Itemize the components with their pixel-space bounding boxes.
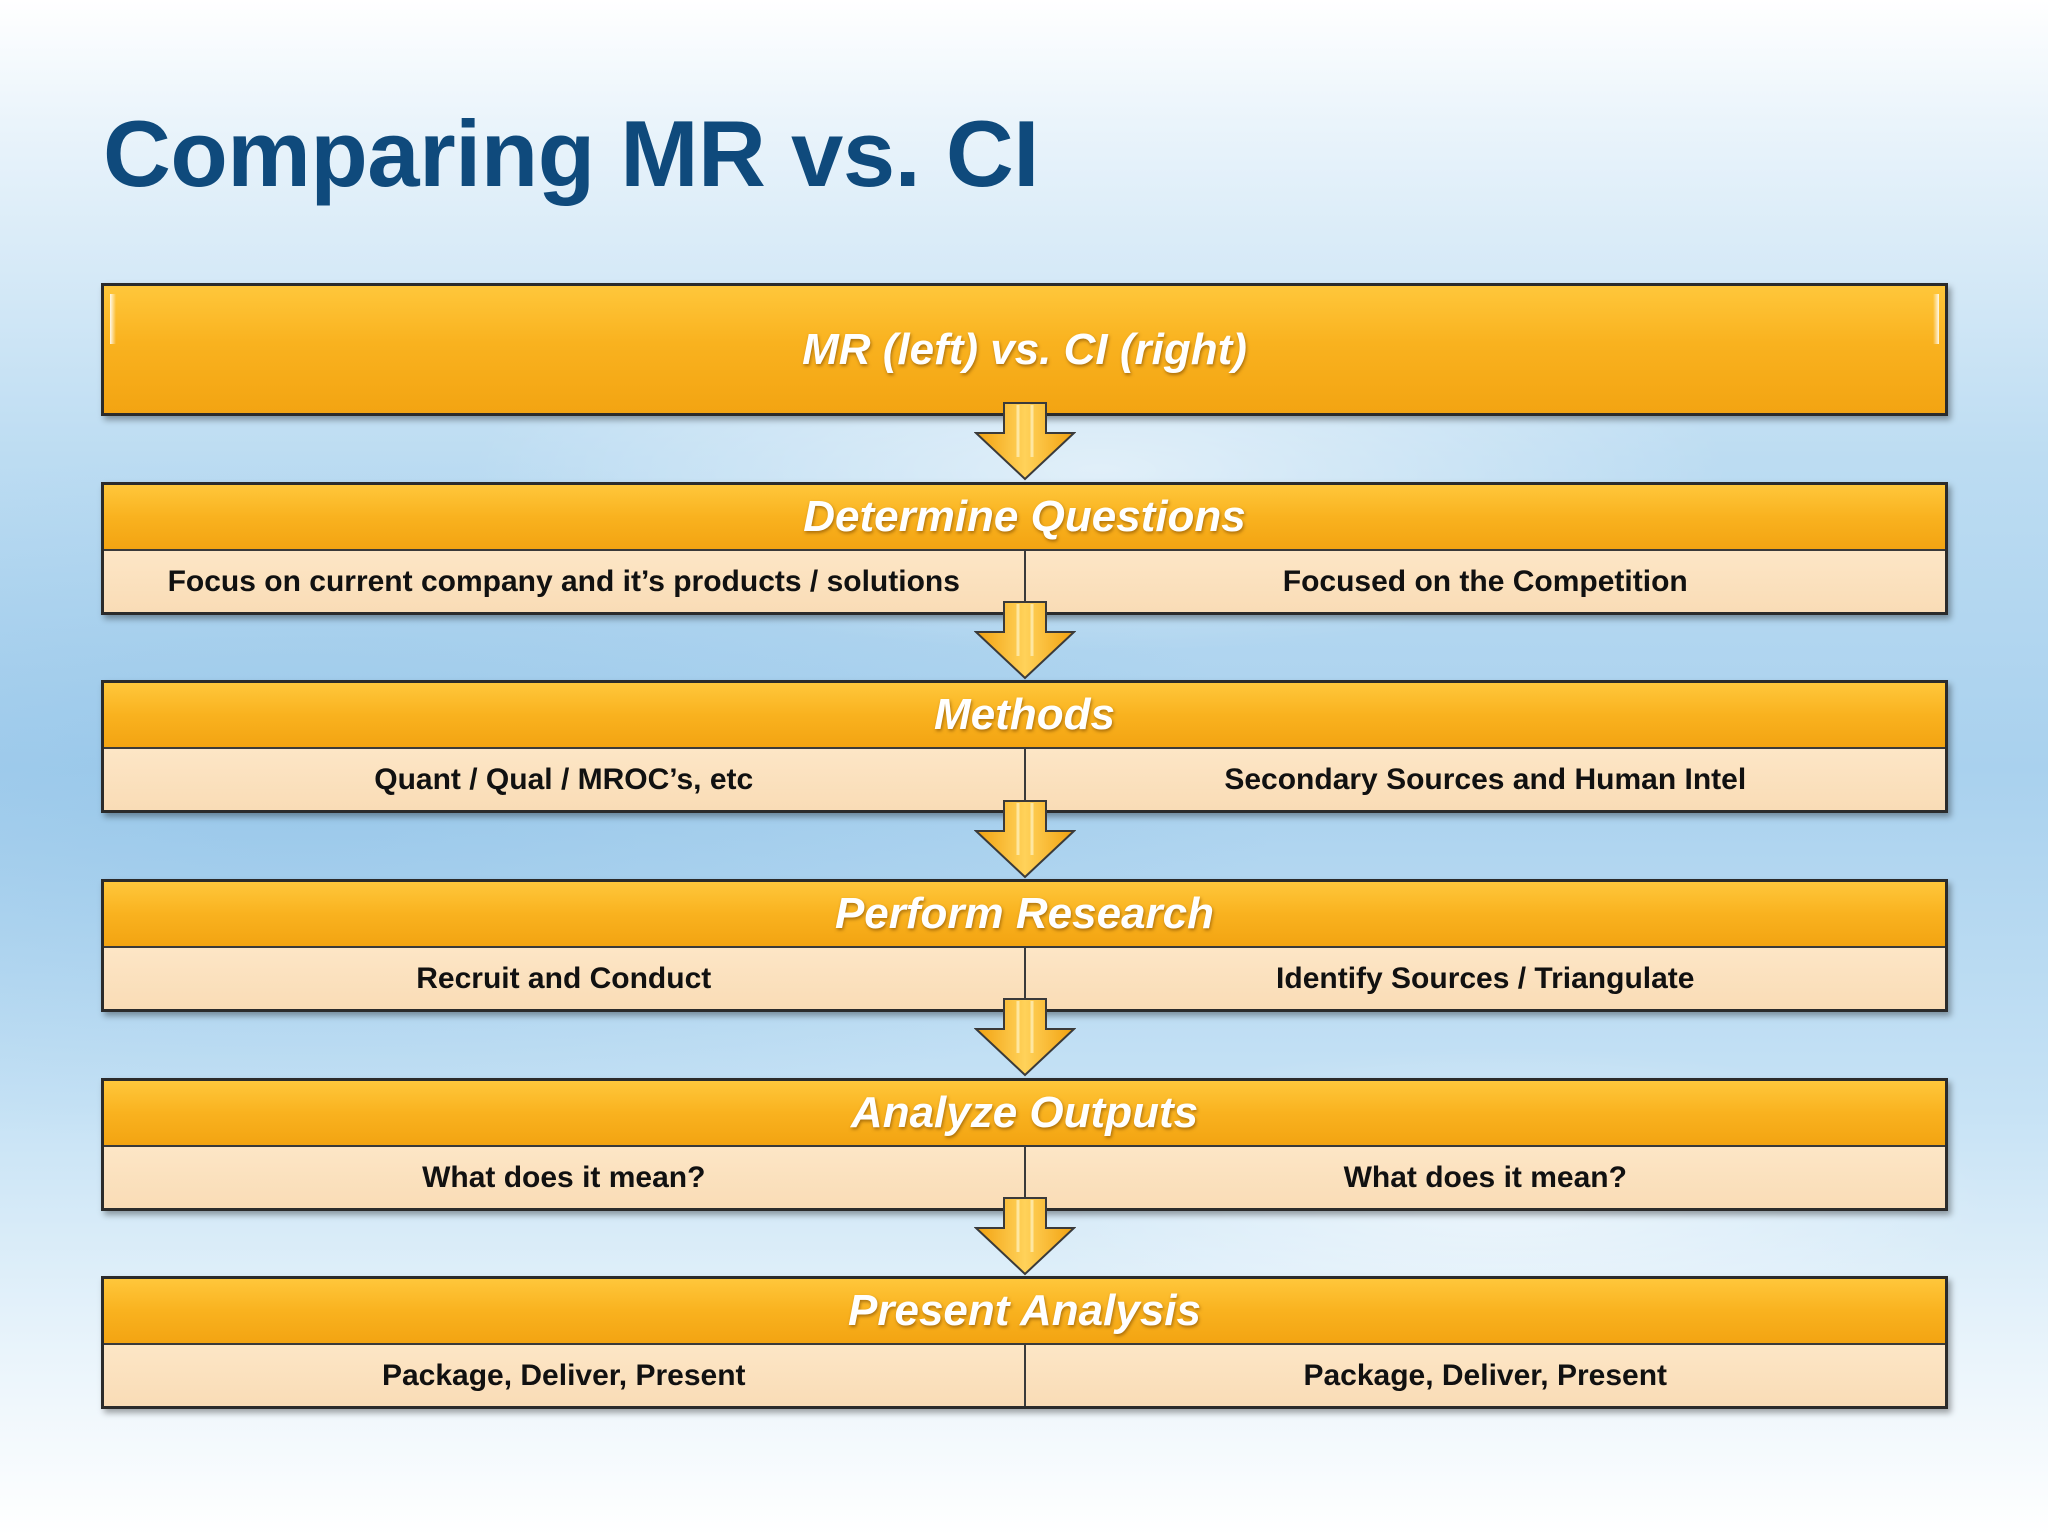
comparison-header-label: MR (left) vs. CI (right) <box>802 324 1247 374</box>
step-cells: Focus on current company and it’s produc… <box>104 551 1945 612</box>
mr-cell: Quant / Qual / MROC’s, etc <box>104 749 1026 810</box>
ci-cell: What does it mean? <box>1025 1147 1945 1208</box>
step-determine-questions: Determine Questions Focus on current com… <box>101 482 1948 615</box>
step-title-band: Determine Questions <box>104 485 1945 551</box>
step-methods: Methods Quant / Qual / MROC’s, etc Secon… <box>101 680 1948 813</box>
gloss-left <box>110 294 116 344</box>
down-arrow-icon <box>974 402 1076 481</box>
step-title: Determine Questions <box>803 492 1246 541</box>
mr-cell: Focus on current company and it’s produc… <box>104 551 1026 612</box>
step-title: Perform Research <box>834 889 1215 938</box>
ci-cell: Secondary Sources and Human Intel <box>1025 749 1945 810</box>
down-arrow-icon <box>974 998 1076 1077</box>
step-title-band: Methods <box>104 683 1945 749</box>
mr-cell: Recruit and Conduct <box>104 948 1026 1009</box>
step-title: Analyze Outputs <box>850 1088 1199 1137</box>
down-arrow-icon <box>974 800 1076 879</box>
down-arrow-icon <box>974 601 1076 680</box>
step-perform-research: Perform Research Recruit and Conduct Ide… <box>101 879 1948 1012</box>
step-title-band: Analyze Outputs <box>104 1081 1945 1147</box>
step-title-band: Present Analysis <box>104 1279 1945 1345</box>
mr-cell: Package, Deliver, Present <box>104 1345 1026 1406</box>
slide-title: Comparing MR vs. CI <box>103 101 1039 206</box>
step-title: Present Analysis <box>848 1286 1201 1335</box>
step-cells: Package, Deliver, Present Package, Deliv… <box>104 1345 1945 1406</box>
flow-diagram: MR (left) vs. CI (right) Determine Quest… <box>101 283 1948 1411</box>
step-cells: What does it mean? What does it mean? <box>104 1147 1945 1208</box>
down-arrow-icon <box>974 1197 1076 1276</box>
ci-cell: Identify Sources / Triangulate <box>1025 948 1945 1009</box>
step-title-band: Perform Research <box>104 882 1945 948</box>
step-cells: Quant / Qual / MROC’s, etc Secondary Sou… <box>104 749 1945 810</box>
ci-cell: Package, Deliver, Present <box>1025 1345 1945 1406</box>
step-cells: Recruit and Conduct Identify Sources / T… <box>104 948 1945 1009</box>
comparison-header: MR (left) vs. CI (right) <box>101 283 1948 416</box>
gloss-right <box>1933 294 1939 344</box>
step-analyze-outputs: Analyze Outputs What does it mean? What … <box>101 1078 1948 1211</box>
mr-cell: What does it mean? <box>104 1147 1026 1208</box>
step-present-analysis: Present Analysis Package, Deliver, Prese… <box>101 1276 1948 1409</box>
ci-cell: Focused on the Competition <box>1025 551 1945 612</box>
step-title: Methods <box>934 690 1115 739</box>
